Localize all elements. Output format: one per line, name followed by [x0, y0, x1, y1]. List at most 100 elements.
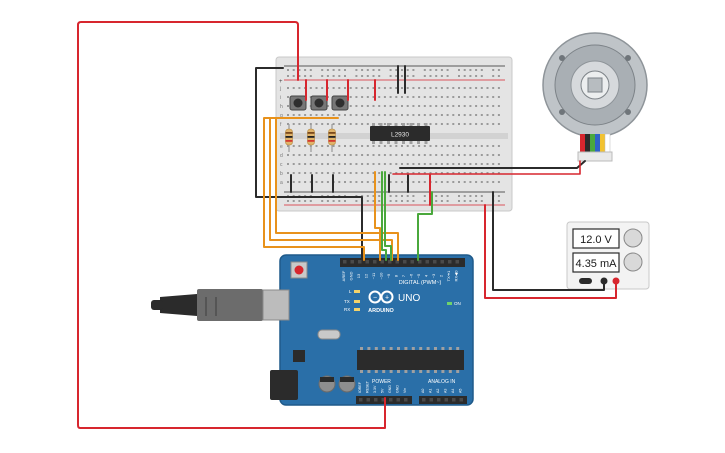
rail-hole[interactable]	[475, 200, 478, 202]
breadboard-hole[interactable]	[378, 172, 381, 174]
breadboard-hole[interactable]	[298, 145, 301, 147]
breadboard-hole[interactable]	[446, 163, 449, 165]
breadboard-hole[interactable]	[463, 96, 466, 98]
rail-hole[interactable]	[298, 75, 301, 77]
breadboard-hole[interactable]	[372, 181, 375, 183]
rail-hole[interactable]	[497, 195, 500, 197]
breadboard-hole[interactable]	[395, 181, 398, 183]
breadboard-hole[interactable]	[412, 163, 415, 165]
breadboard-hole[interactable]	[315, 154, 318, 156]
rail-hole[interactable]	[332, 75, 335, 77]
rail-hole[interactable]	[321, 75, 324, 77]
breadboard-hole[interactable]	[475, 105, 478, 107]
rail-hole[interactable]	[326, 75, 329, 77]
breadboard-hole[interactable]	[338, 114, 341, 116]
breadboard-hole[interactable]	[395, 163, 398, 165]
rail-hole[interactable]	[401, 200, 403, 202]
breadboard-hole[interactable]	[492, 163, 495, 165]
breadboard-hole[interactable]	[492, 145, 495, 147]
breadboard-hole[interactable]	[338, 172, 341, 174]
breadboard-hole[interactable]	[486, 163, 489, 165]
wire-orange-4[interactable]	[374, 171, 381, 261]
rail-hole[interactable]	[412, 200, 415, 202]
rail-hole[interactable]	[458, 75, 460, 77]
rail-hole[interactable]	[435, 75, 438, 77]
breadboard-hole[interactable]	[378, 114, 381, 116]
breadboard-hole[interactable]	[429, 123, 432, 125]
breadboard-hole[interactable]	[418, 163, 421, 165]
rail-hole[interactable]	[492, 69, 495, 71]
breadboard-hole[interactable]	[378, 163, 381, 165]
breadboard-hole[interactable]	[298, 172, 301, 174]
breadboard-hole[interactable]	[338, 87, 341, 89]
breadboard-hole[interactable]	[486, 145, 489, 147]
rail-hole[interactable]	[497, 200, 500, 202]
breadboard-hole[interactable]	[418, 96, 421, 98]
breadboard-hole[interactable]	[492, 105, 495, 107]
breadboard-hole[interactable]	[492, 114, 495, 116]
breadboard-hole[interactable]	[423, 87, 426, 89]
rail-hole[interactable]	[338, 75, 341, 77]
breadboard-hole[interactable]	[344, 87, 346, 89]
breadboard-hole[interactable]	[401, 145, 403, 147]
breadboard-hole[interactable]	[412, 181, 415, 183]
breadboard-hole[interactable]	[446, 172, 449, 174]
breadboard-hole[interactable]	[372, 87, 375, 89]
rail-hole[interactable]	[480, 200, 483, 202]
rail-hole[interactable]	[469, 195, 472, 197]
wires[interactable]	[77, 21, 617, 429]
breadboard-hole[interactable]	[406, 172, 409, 174]
breadboard-hole[interactable]	[355, 145, 358, 147]
breadboard-hole[interactable]	[463, 87, 466, 89]
breadboard-hole[interactable]	[458, 123, 460, 125]
breadboard-hole[interactable]	[309, 114, 312, 116]
breadboard-hole[interactable]	[440, 96, 443, 98]
rail-hole[interactable]	[458, 69, 460, 71]
breadboard-hole[interactable]	[401, 105, 403, 107]
wire-green-3[interactable]	[417, 191, 433, 261]
rail-hole[interactable]	[475, 195, 478, 197]
breadboard-hole[interactable]	[423, 181, 426, 183]
breadboard-hole[interactable]	[389, 145, 392, 147]
breadboard-hole[interactable]	[304, 114, 307, 116]
wire-motor-red[interactable]	[392, 160, 581, 175]
breadboard-hole[interactable]	[435, 87, 438, 89]
rail-hole[interactable]	[366, 200, 369, 202]
breadboard-hole[interactable]	[435, 172, 438, 174]
rail-hole[interactable]	[401, 195, 403, 197]
breadboard-hole[interactable]	[492, 154, 495, 156]
breadboard-hole[interactable]	[486, 172, 489, 174]
breadboard-hole[interactable]	[401, 87, 403, 89]
breadboard-hole[interactable]	[389, 105, 392, 107]
breadboard-hole[interactable]	[395, 145, 398, 147]
breadboard-hole[interactable]	[486, 154, 489, 156]
push-buttons[interactable]	[289, 95, 349, 111]
breadboard-hole[interactable]	[344, 123, 346, 125]
breadboard-hole[interactable]	[475, 172, 478, 174]
breadboard-hole[interactable]	[287, 114, 289, 116]
breadboard-hole[interactable]	[332, 172, 335, 174]
breadboard-hole[interactable]	[332, 145, 335, 147]
breadboard-hole[interactable]	[452, 163, 455, 165]
wire-motor-black[interactable]	[399, 160, 586, 169]
breadboard-hole[interactable]	[418, 172, 421, 174]
power-switch[interactable]	[579, 278, 592, 284]
breadboard-hole[interactable]	[440, 123, 443, 125]
digital-pin-hole[interactable]	[358, 260, 362, 264]
breadboard-hole[interactable]	[463, 154, 466, 156]
breadboard-hole[interactable]	[475, 145, 478, 147]
breadboard-hole[interactable]	[349, 163, 352, 165]
breadboard-hole[interactable]	[395, 172, 398, 174]
breadboard-hole[interactable]	[446, 96, 449, 98]
rail-hole[interactable]	[480, 75, 483, 77]
rail-hole[interactable]	[497, 69, 500, 71]
breadboard-hole[interactable]	[355, 154, 358, 156]
breadboard-hole[interactable]	[469, 105, 472, 107]
rail-hole[interactable]	[423, 195, 426, 197]
breadboard-hole[interactable]	[429, 163, 432, 165]
rail-hole[interactable]	[497, 75, 500, 77]
breadboard-hole[interactable]	[389, 123, 392, 125]
rail-hole[interactable]	[406, 69, 409, 71]
breadboard-hole[interactable]	[440, 154, 443, 156]
breadboard-hole[interactable]	[440, 163, 443, 165]
